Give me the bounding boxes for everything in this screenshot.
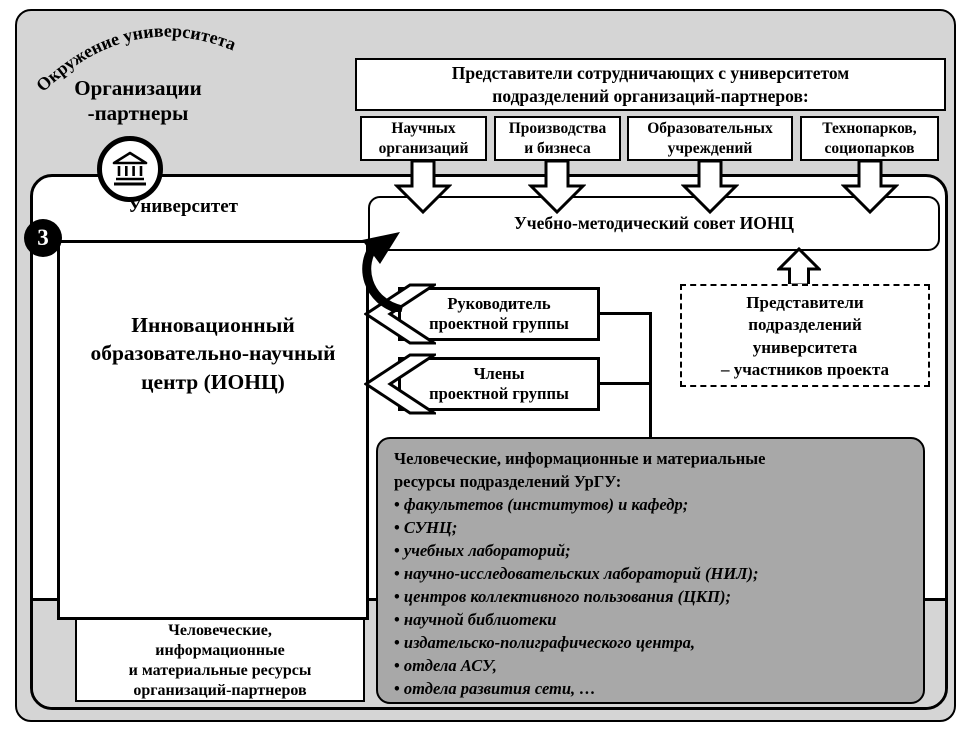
partner-type-line: Технопарков, xyxy=(822,120,917,138)
left-chevron-arrow-icon xyxy=(364,353,436,415)
university-representatives-line: – участников проекта xyxy=(720,360,890,380)
connector-line xyxy=(598,382,652,385)
project-leader-box: Руководитель проектной группы xyxy=(398,287,600,341)
header-line: подразделений организаций-партнеров: xyxy=(492,85,809,106)
down-arrow-icon xyxy=(394,159,452,215)
university-resources-title-line: ресурсы подразделений УрГУ: xyxy=(394,472,622,491)
university-resources-title: Человеческие, информационные и материаль… xyxy=(394,447,911,493)
resource-item: научной библиотеки xyxy=(394,608,911,631)
partner-resources-line: организаций-партнеров xyxy=(133,682,307,699)
project-leader-line: проектной группы xyxy=(429,314,569,333)
up-arrow-icon xyxy=(777,247,821,287)
university-representatives-line: Представители xyxy=(746,293,864,312)
university-resources-box: Человеческие, информационные и материаль… xyxy=(376,437,925,704)
partner-organizations-label: Организации -партнеры xyxy=(36,76,240,126)
resource-item: издательско-полиграфического центра, xyxy=(394,631,911,654)
university-representatives-line: подразделений xyxy=(748,315,862,335)
partner-organizations-line: Организации xyxy=(74,76,202,100)
partner-type-line: организаций xyxy=(378,139,469,157)
partner-type-line: социопарков xyxy=(824,139,915,157)
partners-representatives-header: Представители сотрудничающих с университ… xyxy=(355,58,946,111)
partner-type-line: Научных xyxy=(391,120,456,138)
left-chevron-arrow-icon xyxy=(364,283,436,345)
step-number-badge: 3 xyxy=(24,219,62,257)
partner-type-line: Производства xyxy=(508,120,607,138)
resource-item: центров коллективного пользования (ЦКП); xyxy=(394,585,911,608)
ionc-center-box: Инновационный образовательно-научный цен… xyxy=(57,240,369,620)
ionc-title-line: Инновационный xyxy=(131,313,295,337)
resource-item: СУНЦ; xyxy=(394,516,911,539)
resource-item: научно-исследовательских лабораторий (НИ… xyxy=(394,562,911,585)
ionc-title-line: образовательно-научный xyxy=(90,341,336,366)
partner-type-line: и бизнеса xyxy=(524,139,591,157)
partner-type-line: Образовательных xyxy=(647,120,773,138)
partner-type-education-box: Образовательных учреждений xyxy=(627,116,793,161)
partner-resources-line: Человеческие, xyxy=(168,622,272,639)
university-building-icon xyxy=(112,151,148,186)
resource-item: отдела развития сети, … xyxy=(394,677,911,700)
resource-item: учебных лабораторий; xyxy=(394,539,911,562)
partner-type-business-box: Производства и бизнеса xyxy=(494,116,621,161)
header-line: Представители сотрудничающих с университ… xyxy=(451,62,850,83)
university-resources-list: факультетов (институтов) и кафедр; СУНЦ;… xyxy=(394,493,911,700)
partner-resources-box: Человеческие, информационные и материаль… xyxy=(75,616,365,702)
partner-resources-line: и материальные ресурсы xyxy=(128,662,312,679)
university-representatives-box: Представители подразделений университета… xyxy=(680,284,930,387)
university-label: Университет xyxy=(128,196,239,217)
connector-line xyxy=(649,312,652,439)
council-label: Учебно-методический совет ИОНЦ xyxy=(513,213,795,233)
partner-type-line: учреждений xyxy=(667,139,753,157)
connector-line xyxy=(598,312,652,315)
down-arrow-icon xyxy=(681,159,739,215)
university-icon xyxy=(97,136,163,202)
project-leader-line: Руководитель xyxy=(447,294,551,314)
resource-item: отдела АСУ, xyxy=(394,654,911,677)
partner-type-science-box: Научных организаций xyxy=(360,116,487,161)
project-members-line: проектной группы xyxy=(429,384,569,403)
partner-type-technopark-box: Технопарков, социопарков xyxy=(800,116,939,161)
curved-up-arrow-icon xyxy=(362,232,404,312)
ionc-title-line: центр (ИОНЦ) xyxy=(141,369,285,394)
project-members-box: Члены проектной группы xyxy=(398,357,600,411)
university-resources-title-line: Человеческие, информационные и материаль… xyxy=(394,449,766,468)
down-arrow-icon xyxy=(528,159,586,215)
council-box: Учебно-методический совет ИОНЦ xyxy=(368,196,940,251)
partner-organizations-line: -партнеры xyxy=(87,100,189,125)
project-members-line: Члены xyxy=(473,364,525,384)
university-representatives-line: университета xyxy=(752,337,858,357)
resource-item: факультетов (институтов) и кафедр; xyxy=(394,493,911,516)
down-arrow-icon xyxy=(841,159,899,215)
partner-resources-line: информационные xyxy=(155,642,285,659)
environment-arc-label: Окружение университета xyxy=(32,21,239,96)
